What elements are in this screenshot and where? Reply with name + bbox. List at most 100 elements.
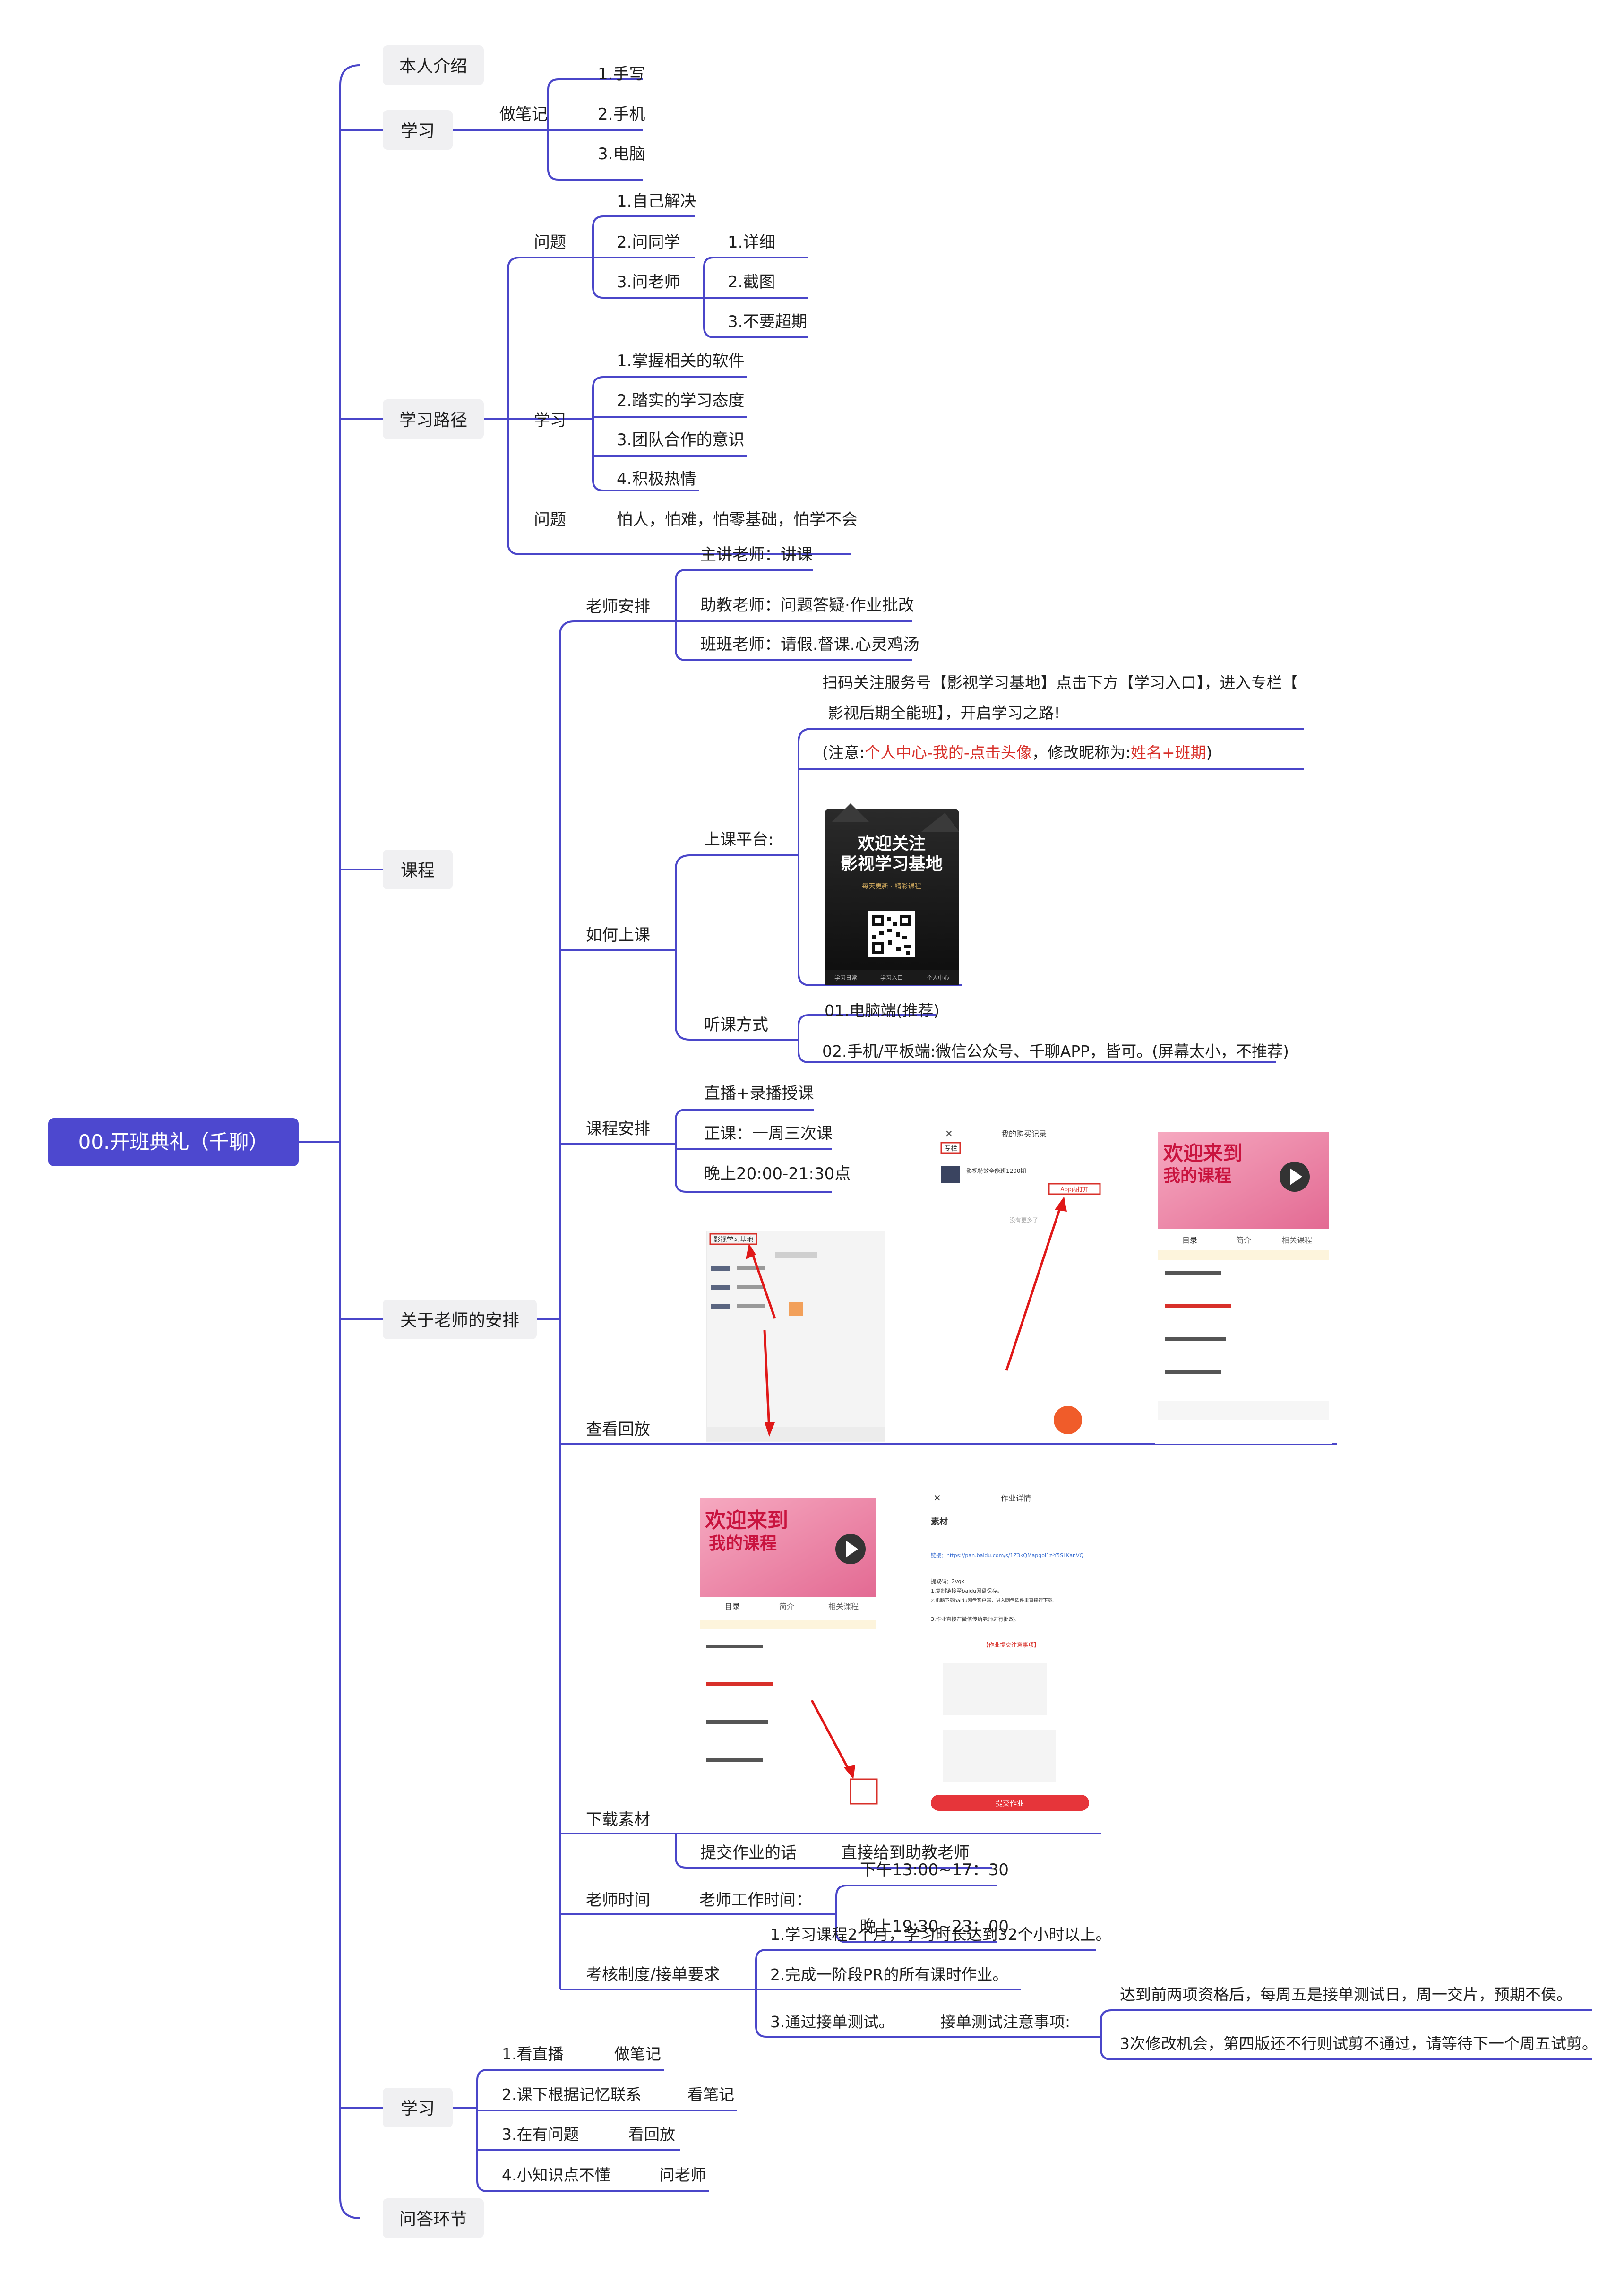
teacher-2: 助教老师：问题答疑·作业批改: [700, 596, 914, 615]
svg-text:App内打开: App内打开: [1060, 1186, 1088, 1193]
problem-item-lines: [593, 215, 695, 299]
schedule-bracket: [664, 1109, 687, 1193]
schedule-label: 课程安排: [586, 1119, 650, 1138]
test-notice-lines: [1111, 2009, 1592, 2060]
path-problem2-label: 问题: [534, 510, 566, 529]
download-screenshot-homework: × 作业详情 素材 链接：https://pan.baidu.com/s/1Z3…: [926, 1488, 1106, 1818]
test-notice-1: 达到前两项资格后，每周五是接单测试日，周一交片，预期不侯。: [1120, 1985, 1572, 2004]
study-item-lines: [559, 78, 643, 181]
exam-item-3: 3.通过接单测试。: [770, 2013, 894, 2031]
listen-bracket: [787, 1014, 809, 1063]
topic-study-2[interactable]: 学习: [383, 2088, 453, 2127]
teachers-bracket: [664, 569, 687, 661]
problem-bracket: [592, 215, 604, 299]
platform-line-2: 影视后期全能班】，开启学习之路!: [828, 704, 1060, 722]
poster-subtitle: 每天更新 · 精彩课程: [862, 883, 921, 890]
learn-item-2: 2.踏实的学习态度: [617, 391, 744, 410]
study-notes-label: 做笔记: [499, 105, 548, 124]
submit-text: 提交作业的话: [700, 1843, 797, 1862]
problem-item-3: 3.问老师: [617, 273, 680, 292]
listen-lines: [809, 1014, 1276, 1063]
learn-item-3: 3.团队合作的意识: [617, 431, 744, 449]
study-connectors: [453, 78, 559, 181]
teachers-lines: [676, 569, 912, 661]
ask-teacher-lines: [704, 257, 808, 338]
svg-text:学习日常: 学习日常: [834, 974, 857, 981]
exam-item-2: 2.完成一阶段PR的所有课时作业。: [770, 1965, 1008, 1984]
platform-lines: [799, 728, 1304, 986]
how-label: 如何上课: [586, 926, 650, 945]
svg-text:影视学习基地: 影视学习基地: [713, 1236, 753, 1244]
svg-text:关于老师的安排: 关于老师的安排: [400, 1311, 519, 1330]
replay-label: 查看回放: [586, 1420, 650, 1439]
svg-text:1.复制链接至baidu网盘保存。: 1.复制链接至baidu网盘保存。: [931, 1587, 1002, 1594]
how-lines: [690, 854, 787, 1041]
svg-text:学习: 学习: [401, 2099, 435, 2118]
schedule-item-3: 晚上20:00-21:30点: [704, 1164, 851, 1183]
schedule-item-1: 直播+录播授课: [704, 1084, 814, 1103]
platform-line-1: 扫码关注服务号【影视学习基地】点击下方【学习入口】，进入专栏【: [822, 673, 1298, 692]
svg-text:学习: 学习: [401, 121, 435, 141]
study2-action-2: 看笔记: [687, 2085, 734, 2104]
svg-text:3.作业直接在微信传给老师进行批改。: 3.作业直接在微信传给老师进行批改。: [931, 1616, 1019, 1622]
download-screenshot-course: 欢迎来到 我的课程 目录 简介 相关课程: [699, 1477, 879, 1817]
path-problem-label: 问题: [534, 233, 566, 252]
study-item-3: 3.电脑: [598, 145, 645, 164]
svg-text:简介: 简介: [1236, 1236, 1251, 1245]
study2-bracket: [453, 2069, 488, 2192]
topic-learning-path[interactable]: 学习路径: [383, 399, 484, 439]
listen-item-1: 01.电脑端(推荐): [825, 1001, 939, 1020]
topic-qa[interactable]: 问答环节: [383, 2198, 484, 2238]
test-notice-2: 3次修改机会，第四版还不行则试剪不通过，请等待下一个周五试剪。: [1120, 2034, 1598, 2053]
problem-item-1: 1.自己解决: [617, 192, 696, 211]
svg-text:简介: 简介: [779, 1602, 794, 1611]
svg-text:欢迎来到: 欢迎来到: [1163, 1142, 1243, 1165]
path-learn-label: 学习: [534, 411, 566, 430]
svg-text:专栏: 专栏: [944, 1145, 957, 1153]
svg-text:素材: 素材: [931, 1516, 948, 1527]
svg-text:相关课程: 相关课程: [1282, 1236, 1312, 1245]
study2-action-1: 做笔记: [614, 2045, 661, 2063]
topic-teacher-arrangement[interactable]: 关于老师的安排: [383, 1300, 537, 1339]
exam-item-1: 1.学习课程2个月，学习时长达到32个小时以上。: [770, 1925, 1111, 1944]
svg-text:本人介绍: 本人介绍: [399, 57, 467, 76]
replay-screenshot-course: 欢迎来到 我的课程 目录 简介 相关课程: [1155, 1118, 1332, 1444]
topic-intro[interactable]: 本人介绍: [383, 45, 484, 85]
study-item-2: 2.手机: [598, 105, 645, 124]
svg-text:我的购买记录: 我的购买记录: [1001, 1129, 1047, 1138]
svg-text:个人中心: 个人中心: [927, 974, 949, 981]
topic-study[interactable]: 学习: [383, 110, 453, 150]
svg-text:相关课程: 相关课程: [828, 1602, 859, 1611]
root-node[interactable]: [48, 1118, 299, 1166]
test-notice-label: 接单测试注意事项:: [940, 2013, 1070, 2031]
platform-note: (注意:个人中心-我的-点击头像，修改昵称为:姓名+班期): [822, 743, 1212, 762]
svg-text:提取码：2vqx: 提取码：2vqx: [931, 1578, 964, 1584]
ask-teacher-bracket: [695, 257, 715, 338]
topic-course[interactable]: 课程: [383, 850, 453, 889]
path-problem2-text: 怕人，怕难，怕零基础，怕学不会: [617, 510, 858, 529]
time-bracket: [664, 1885, 847, 1943]
path-trunk: [484, 257, 520, 555]
poster-title-2: 影视学习基地: [841, 854, 943, 874]
platform-label: 上课平台:: [704, 830, 773, 849]
teacher-3: 班班老师：请假.督课.心灵鸡汤: [700, 635, 919, 654]
time-label: 老师时间: [586, 1891, 650, 1910]
schedule-lines: [676, 1109, 832, 1193]
svg-text:提交作业: 提交作业: [996, 1799, 1024, 1808]
study2-item-4: 4.小知识点不懂: [502, 2166, 610, 2184]
replay-screenshot-desktop: 影视学习基地: [706, 1231, 885, 1442]
download-label: 下载素材: [586, 1810, 650, 1829]
learn-bracket: [592, 376, 604, 491]
work-time-1: 下午13:00~17：30: [860, 1860, 1009, 1879]
submit-to: 直接给到助教老师: [841, 1843, 970, 1862]
svg-text:没有更多了: 没有更多了: [1010, 1216, 1038, 1223]
poster-title-1: 欢迎关注: [857, 834, 926, 853]
path-branch-lines: [508, 257, 593, 555]
svg-text:我的课程: 我的课程: [1163, 1166, 1231, 1186]
ask-teacher-item-2: 2.截图: [728, 273, 775, 292]
exam-lines: [756, 1949, 1096, 2038]
study2-item-1: 1.看直播: [502, 2045, 564, 2063]
study2-lines: [477, 2069, 737, 2192]
study2-action-3: 看回放: [628, 2125, 675, 2144]
